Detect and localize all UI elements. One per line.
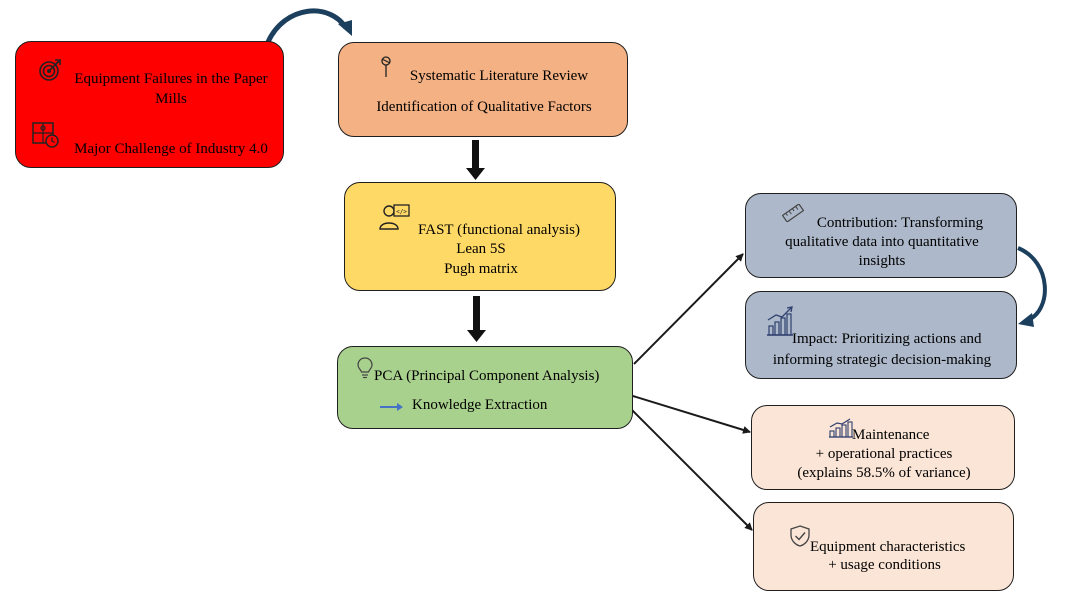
puzzle-clock-icon xyxy=(32,122,60,154)
fast-line-1: FAST (functional analysis) xyxy=(418,222,580,238)
lightbulb-icon xyxy=(357,357,373,385)
problem-line-2: Mills xyxy=(155,91,187,107)
maintenance-line-3: (explains 58.5% of variance) xyxy=(797,465,971,481)
curved-arrow-problem-to-review xyxy=(265,8,352,44)
pca-line-2: Knowledge Extraction xyxy=(412,397,548,413)
impact-line-1: Impact: Prioritizing actions and xyxy=(792,331,982,347)
fast-line-3: Pugh matrix xyxy=(444,261,518,277)
contribution-line-2: qualitative data into quantitative xyxy=(785,234,979,250)
pin-icon xyxy=(379,56,393,84)
arrow-pca-to-maintenance xyxy=(632,395,751,434)
growth-chart-icon xyxy=(766,306,794,342)
arrow-pca-to-equipment xyxy=(631,409,753,531)
bar-chart-icon xyxy=(828,418,854,444)
maintenance-box: Maintenance + operational practices (exp… xyxy=(751,405,1015,490)
fast-box: </> FAST (functional analysis) Lean 5S P… xyxy=(344,182,616,291)
down-arrow-review-to-fast xyxy=(466,140,485,180)
shield-check-icon xyxy=(790,525,810,553)
equipment-line-1: Equipment characteristics xyxy=(810,539,966,555)
contribution-line-3: insights xyxy=(858,253,906,269)
problem-box: Equipment Failures in the Paper Mills Ma… xyxy=(15,41,284,168)
problem-line-3: Major Challenge of Industry 4.0 xyxy=(74,141,268,157)
equipment-line-2: + usage conditions xyxy=(828,557,941,573)
pca-line-1: PCA (Principal Component Analysis) xyxy=(374,368,600,384)
literature-review-box: Systematic Literature Review Identificat… xyxy=(338,42,628,137)
down-arrow-fast-to-pca xyxy=(467,296,486,342)
target-icon xyxy=(38,58,62,88)
arrow-pca-to-contribution xyxy=(633,253,744,365)
problem-line-1: Equipment Failures in the Paper xyxy=(74,71,268,87)
impact-line-2: informing strategic decision-making xyxy=(772,352,992,368)
svg-text:</>: </> xyxy=(396,209,407,216)
developer-icon: </> xyxy=(379,203,411,237)
fast-line-2: Lean 5S xyxy=(456,241,506,257)
contribution-box: Contribution: Transforming qualitative d… xyxy=(745,193,1017,278)
impact-box: Impact: Prioritizing actions and informi… xyxy=(745,291,1017,379)
curved-arrow-contribution-to-impact xyxy=(1017,246,1047,327)
maintenance-line-1: Maintenance xyxy=(852,427,930,443)
review-line-2: Identification of Qualitative Factors xyxy=(376,99,592,115)
contribution-line-1: Contribution: Transforming xyxy=(816,215,984,231)
equipment-box: Equipment characteristics + usage condit… xyxy=(753,502,1014,591)
maintenance-line-2: + operational practices xyxy=(815,446,953,462)
ruler-icon xyxy=(781,203,805,228)
review-line-1: Systematic Literature Review xyxy=(409,68,589,84)
right-arrow-icon xyxy=(380,399,404,418)
pca-box: PCA (Principal Component Analysis) Knowl… xyxy=(337,346,633,429)
